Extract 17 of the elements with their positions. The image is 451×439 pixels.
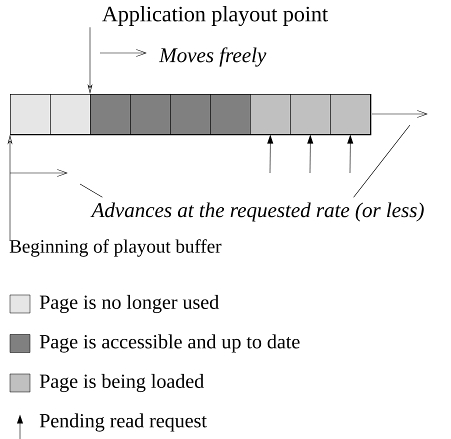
legend-text: Pending read request: [40, 413, 207, 432]
page-cell: [170, 94, 211, 135]
legend-text: Page is accessible and up to date: [40, 334, 300, 353]
page-cell: [130, 94, 171, 135]
page-cell: [330, 94, 371, 135]
note-text: Advances at the requested rate (or less): [90, 202, 424, 222]
page-cell: [90, 94, 131, 135]
heading-text: Application playout point: [102, 6, 328, 26]
page-cell: [210, 94, 251, 135]
page-cell: [250, 94, 291, 135]
page-cell: [290, 94, 331, 135]
page-cell: [10, 94, 51, 135]
caption-text: Beginning of playout buffer: [10, 239, 222, 257]
legend-text: Page is no longer used: [40, 294, 219, 314]
note-text: Moves freely: [158, 47, 266, 67]
page-cell: [50, 94, 91, 135]
legend-text: Page is being loaded: [40, 374, 204, 392]
